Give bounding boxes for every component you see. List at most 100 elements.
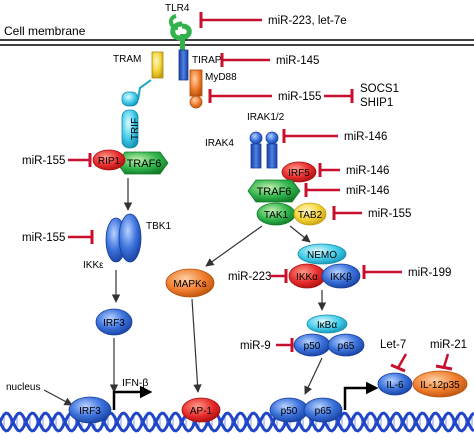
socs1-label: SOCS1 — [360, 83, 399, 95]
irf3-dna-label: IRF3 — [79, 406, 101, 417]
tlr4-label: TLR4 — [165, 3, 190, 14]
ikk-complex: NEMO IKKα IKKβ — [288, 243, 361, 289]
mir155-rip1-label: miR-155 — [22, 155, 65, 167]
tirap-box — [178, 49, 189, 81]
irf3-dna-group: IRF3 IFN-β — [68, 377, 153, 424]
tram-box — [151, 51, 164, 79]
trif-complex: TRIF TRAF6 RIP1 — [92, 79, 169, 175]
cell-membrane-label: Cell membrane — [4, 24, 86, 38]
myd88-box — [189, 69, 203, 97]
ap1-group: AP-1 — [181, 397, 221, 423]
inhibit-bar — [390, 363, 406, 373]
mapks-group: MAPKs — [165, 268, 215, 298]
irak4-body — [250, 143, 262, 169]
cytokine-mrna-group: IL-6 IL-12p35 — [377, 370, 468, 398]
irf5-label: IRF5 — [288, 168, 310, 179]
inhibit-mir146-traf6: miR-146 — [304, 183, 389, 197]
mir223-let7e-label: miR-223, let-7e — [268, 15, 347, 27]
inhibit-mir155-rip1: miR-155 — [22, 153, 92, 167]
mir146-traf6-label: miR-146 — [346, 185, 389, 197]
mir21-label: miR-21 — [430, 339, 467, 351]
nemo-label: NEMO — [307, 250, 337, 261]
p50-dna-label: p50 — [281, 406, 298, 417]
tak1-tab2-complex: TAK1 TAB2 — [256, 202, 327, 226]
mir146-irak-label: miR-146 — [344, 131, 387, 143]
trif-head — [121, 91, 139, 107]
irf5-node — [281, 161, 317, 183]
mir223-ikka-label: miR-223 — [228, 271, 271, 283]
irf5-node-group: IRF5 — [281, 161, 317, 183]
inhibit-line — [442, 353, 450, 368]
mapks-node — [165, 268, 215, 298]
trif-body — [121, 109, 139, 149]
mir155-tbk1-label: miR-155 — [22, 232, 65, 244]
inhibit-mir155-tbk1: miR-155 — [22, 230, 94, 244]
tab2-label: TAB2 — [298, 210, 323, 221]
tirap-label: TIRAP — [192, 55, 222, 66]
p65-top-node — [327, 333, 365, 357]
tbk1-node — [118, 213, 142, 263]
traf6-right-hex — [247, 179, 301, 203]
irf3-top-label: IRF3 — [103, 318, 125, 329]
irak12-label: IRAK1/2 — [247, 112, 285, 123]
inhibit-mir155-tab2: miR-155 — [332, 206, 411, 220]
traf6-left-label: TRAF6 — [127, 158, 162, 170]
traf6-right-label: TRAF6 — [257, 186, 292, 198]
irak12-body — [266, 143, 278, 169]
arrow-nucleus — [43, 389, 73, 406]
ikke-label: IKKε — [83, 260, 104, 271]
mir155-tab2-label: miR-155 — [368, 208, 411, 220]
p65-dna-label: p65 — [315, 406, 332, 417]
inhibit-mir223-ikka: miR-223 — [228, 269, 288, 283]
irf3-top-node — [95, 308, 133, 336]
p65-dna-node — [303, 397, 343, 423]
tab2-node — [293, 202, 327, 226]
nfkb-cytoplasmic: IκBα p50 p65 — [293, 314, 365, 357]
ap1-label: AP-1 — [190, 406, 213, 417]
mir9-label: miR-9 — [240, 340, 271, 352]
tram-label: TRAM — [113, 54, 141, 65]
ifnb-label: IFN-β — [122, 377, 148, 389]
arrow-mapks-ap1 — [191, 298, 202, 393]
ap1-node — [181, 397, 221, 423]
p50-top-label: p50 — [304, 341, 321, 352]
tlr4-receptor: TLR4 — [165, 3, 192, 56]
irf3-dna-node — [68, 396, 112, 424]
arrow-tak1-mapks — [205, 225, 263, 267]
ikkb-label: IKKβ — [330, 272, 352, 283]
rip1-node — [92, 149, 126, 171]
cell-membrane: Cell membrane — [0, 24, 474, 46]
adaptors: TRAM TIRAP MyD88 — [113, 49, 237, 109]
ifnb-transcription-arrow — [112, 385, 153, 410]
ikkb-node — [321, 263, 361, 289]
cytokine-transcription-arrow — [343, 381, 379, 410]
ikka-label: IKKα — [296, 272, 318, 283]
trif-label: TRIF — [130, 118, 141, 140]
rip1-label: RIP1 — [98, 156, 121, 167]
inhibit-mir21: miR-21 — [430, 339, 467, 371]
trif-linker — [137, 79, 152, 101]
nemo-node — [297, 243, 347, 265]
inhibit-mir145: miR-145 — [220, 53, 319, 67]
inhibit-mir223-let7e: miR-223, let-7e — [199, 12, 347, 28]
inhibit-mir9: miR-9 — [240, 338, 294, 352]
inhibit-line — [396, 353, 408, 369]
inhibit-mir146-irf5: miR-146 — [318, 163, 389, 177]
irak12-head — [265, 131, 279, 145]
traf6-right-group: TRAF6 — [247, 179, 301, 203]
irak4-head — [249, 131, 263, 145]
il6-label: IL-6 — [386, 380, 404, 391]
tbk1-ikke-complex: TBK1 IKKε — [83, 213, 171, 271]
mir146-irf5-label: miR-146 — [346, 165, 389, 177]
ship1-label: SHIP1 — [360, 97, 393, 109]
inhibit-mir155-myd88: miR-155 SOCS1 SHIP1 — [208, 83, 399, 109]
ikba-label: IκBα — [317, 320, 337, 331]
let7-label: Let-7 — [380, 339, 406, 351]
mir145-label: miR-145 — [276, 55, 319, 67]
p65-top-label: p65 — [338, 341, 355, 352]
inhibit-bar — [435, 364, 453, 371]
il6-node — [377, 372, 413, 396]
irak-complex: IRAK1/2 IRAK4 — [205, 112, 285, 169]
irak4-label: IRAK4 — [205, 138, 234, 149]
